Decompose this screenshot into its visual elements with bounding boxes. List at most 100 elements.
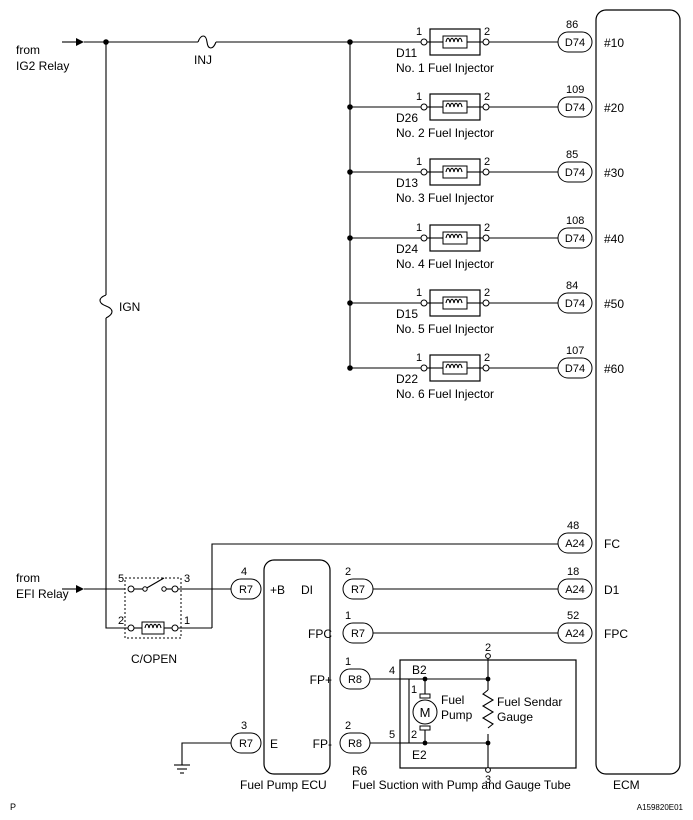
injector-name: No. 4 Fuel Injector <box>396 257 494 271</box>
ecm-fpc-pin: 52 <box>567 610 579 622</box>
injector-ecm-connector: D74 <box>557 31 593 53</box>
svg-text:R7: R7 <box>351 628 365 640</box>
svg-text:A24: A24 <box>565 584 585 596</box>
injector-ecm-terminal: #60 <box>604 362 624 376</box>
svg-text:D74: D74 <box>565 37 585 49</box>
injector-pin-left: 1 <box>416 26 422 38</box>
injector-name: No. 3 Fuel Injector <box>396 191 494 205</box>
injector-pin-right: 2 <box>484 287 490 299</box>
injector-code: D13 <box>396 176 418 190</box>
b2-label: B2 <box>412 663 427 677</box>
fpecu-fpm-terminal: FP- <box>313 737 332 751</box>
injector-name: No. 6 Fuel Injector <box>396 387 494 401</box>
fpecu-fpp-pin: 1 <box>345 656 351 668</box>
fpecu-b-terminal: +B <box>270 583 285 597</box>
svg-text:R7: R7 <box>239 584 253 596</box>
injector-coil-icon <box>420 354 490 382</box>
injector-pin-left: 1 <box>416 91 422 103</box>
motor-icon <box>412 699 438 725</box>
efi-from-label: from <box>16 571 40 585</box>
injector-coil-icon <box>420 28 490 56</box>
injector-code: D11 <box>396 46 417 60</box>
fuel-suction-pin-4: 4 <box>389 665 395 677</box>
injector-ecm-terminal: #30 <box>604 166 624 180</box>
fuel-suction-code: R6 <box>352 764 368 778</box>
injector-pin-right: 2 <box>484 26 490 38</box>
injector-coil-icon <box>420 289 490 317</box>
motor-label: M <box>420 705 431 720</box>
copen-pin-3: 3 <box>184 573 190 585</box>
injector-pin-right: 2 <box>484 91 490 103</box>
svg-text:D74: D74 <box>565 102 585 114</box>
d1-pin: 18 <box>567 566 579 578</box>
ig2-from-label: from <box>16 43 40 57</box>
ecm-box <box>595 9 681 775</box>
copen-pin-5: 5 <box>118 573 124 585</box>
injector-ecm-connector: D74 <box>557 96 593 118</box>
d1-connector: A24 <box>557 578 593 600</box>
fuel-suction-label: Fuel Suction with Pump and Gauge Tube <box>352 778 571 792</box>
fpecu-e-connector: R7 <box>230 732 262 754</box>
fc-wire <box>211 543 558 628</box>
fc-pin: 48 <box>567 520 579 532</box>
corner-right-label: A159820E01 <box>637 803 684 812</box>
injector-ecm-terminal: #10 <box>604 36 624 50</box>
fpecu-fpp-connector: R8 <box>339 668 371 690</box>
ground-icon <box>174 742 231 774</box>
gauge-label-1: Fuel Sendar <box>497 695 562 709</box>
gauge-pin-3: 3 <box>485 774 491 786</box>
svg-text:R8: R8 <box>348 738 362 750</box>
ig2-relay-label: IG2 Relay <box>16 59 69 73</box>
injector-pin-left: 1 <box>416 156 422 168</box>
ign-fuse-label: IGN <box>119 300 140 314</box>
injector-code: D22 <box>396 372 418 386</box>
svg-text:R7: R7 <box>351 584 365 596</box>
injector-code: D26 <box>396 111 418 125</box>
fpecu-fpp-terminal: FP+ <box>310 673 332 687</box>
ign-fuse <box>99 294 113 319</box>
fc-terminal: FC <box>604 537 620 551</box>
motor-pin-2: 2 <box>411 729 417 741</box>
efi-relay-label: EFI Relay <box>16 587 69 601</box>
fc-connector: A24 <box>557 532 593 554</box>
copen-label: C/OPEN <box>131 652 177 666</box>
copen-pin-1: 1 <box>184 615 190 627</box>
ecm-label: ECM <box>613 778 640 792</box>
injector-ecm-terminal: #40 <box>604 232 624 246</box>
fpecu-fpc-connector: R7 <box>342 622 374 644</box>
injector-ecm-pin: 85 <box>566 149 578 161</box>
injector-pin-left: 1 <box>416 287 422 299</box>
injector-code: D15 <box>396 307 418 321</box>
efi-arrow <box>62 585 84 593</box>
injector-ecm-pin: 107 <box>566 345 584 357</box>
injector-ecm-pin: 108 <box>566 215 584 227</box>
fpecu-e-pin: 3 <box>241 720 247 732</box>
ecm-fpc-connector: A24 <box>557 622 593 644</box>
injector-pin-right: 2 <box>484 352 490 364</box>
inj-fuse <box>197 35 217 49</box>
injector-pin-left: 1 <box>416 352 422 364</box>
fpecu-fpc-pin: 1 <box>345 610 351 622</box>
pump-label-2: Pump <box>441 708 473 722</box>
injector-ecm-terminal: #50 <box>604 297 624 311</box>
fpecu-di-connector: R7 <box>342 578 374 600</box>
svg-text:R8: R8 <box>348 674 362 686</box>
svg-text:D74: D74 <box>565 233 585 245</box>
gauge-label-2: Gauge <box>497 710 533 724</box>
fpecu-fpm-pin: 2 <box>345 720 351 732</box>
injector-coil-icon <box>420 158 490 186</box>
injector-coil-icon <box>420 224 490 252</box>
motor-pin-1: 1 <box>411 684 417 696</box>
d1-terminal: D1 <box>604 583 620 597</box>
fpecu-e-terminal: E <box>270 737 278 751</box>
ecm-fpc-terminal: FPC <box>604 627 628 641</box>
svg-text:D74: D74 <box>565 298 585 310</box>
fuel-pump-ecu-label: Fuel Pump ECU <box>240 778 327 792</box>
corner-left-label: P <box>10 802 16 812</box>
injector-ecm-connector: D74 <box>557 161 593 183</box>
